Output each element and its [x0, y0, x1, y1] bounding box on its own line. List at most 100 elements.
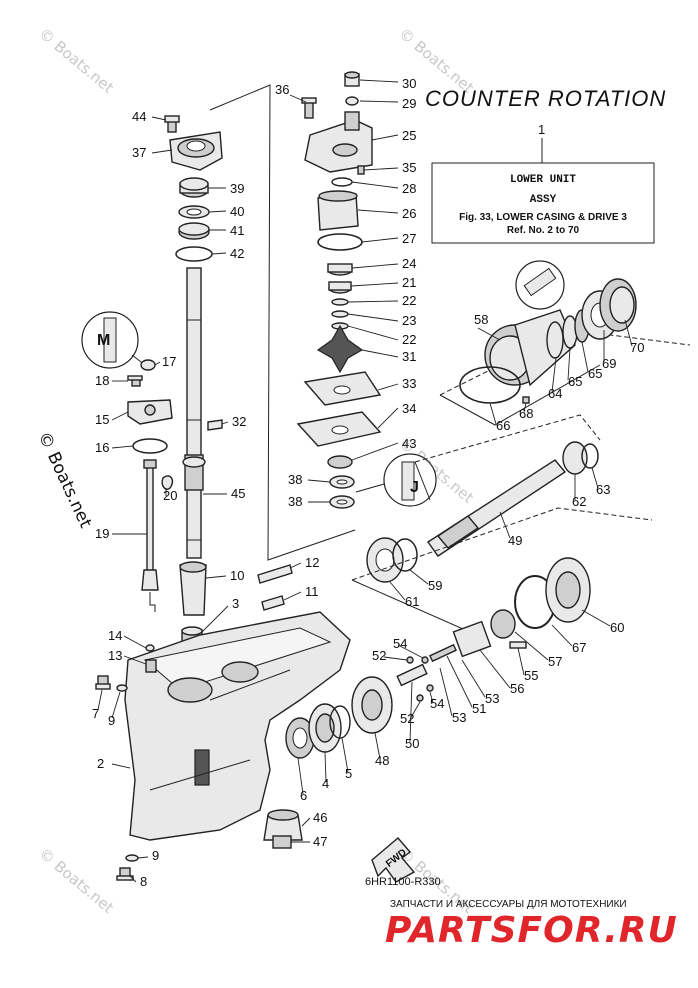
part-21-bearing	[328, 281, 352, 294]
part-46-pinion	[263, 809, 303, 841]
watermark-side-text: © Boats.net	[33, 429, 95, 532]
part-20-clip	[161, 475, 174, 490]
part-59-shim	[392, 538, 418, 572]
svg-text:J: J	[410, 479, 419, 496]
part-30-grommet	[344, 71, 360, 87]
callout-leader	[111, 691, 121, 719]
callout-leader	[205, 575, 227, 579]
callout-labels: 3029362535282627242122232231333443383844…	[92, 76, 644, 889]
callout-leader	[289, 94, 307, 103]
watermark-text: © Boats.net	[35, 844, 117, 917]
callout-leader	[624, 319, 633, 347]
callout-number: 40	[230, 204, 244, 219]
callout-leader	[439, 667, 453, 717]
callout-number: 57	[548, 654, 562, 669]
callout-number: 21	[402, 275, 416, 290]
callout-number: 69	[602, 356, 616, 371]
part-55-pin	[509, 641, 527, 649]
ref-line4: Ref. No. 2 to 70	[507, 225, 580, 236]
part-9b-washer	[125, 854, 139, 862]
detail-callout-38: J	[355, 453, 437, 507]
callout-leader	[446, 655, 473, 708]
part-52-ball	[406, 656, 414, 664]
callout-number: 18	[95, 373, 109, 388]
callout-number: 65	[568, 374, 582, 389]
callout-number: 48	[375, 753, 389, 768]
part-17-clip	[140, 359, 156, 371]
callout-number: 56	[510, 681, 524, 696]
callout-leader	[514, 631, 549, 661]
callout-leader	[517, 647, 525, 676]
part-22-washer	[331, 298, 349, 306]
callout-leader	[371, 134, 399, 141]
part-25-pump-housing	[304, 111, 373, 173]
ref-line1: LOWER UNIT	[510, 174, 576, 186]
fwd-arrow: FWD	[371, 837, 416, 883]
callout-number: 62	[572, 494, 586, 509]
callout-leader	[111, 445, 134, 449]
callout-leader	[581, 341, 589, 373]
callout-number: 30	[402, 76, 416, 91]
part-49-propeller-shaft	[427, 459, 567, 557]
part-8-plug	[116, 867, 134, 881]
callout-leader	[351, 181, 399, 189]
part-44-bolt	[164, 115, 180, 133]
callout-number: 45	[231, 486, 245, 501]
part-51-spring	[429, 643, 457, 663]
callout-number: 19	[95, 526, 109, 541]
callout-leader	[409, 569, 429, 585]
callout-number: 34	[402, 401, 416, 416]
callout-number: 9	[108, 713, 115, 728]
callout-number: 5	[345, 766, 352, 781]
callout-number: 42	[230, 246, 244, 261]
callout-leader	[154, 361, 161, 366]
callout-number: 31	[402, 349, 416, 364]
callout-leader	[409, 681, 413, 743]
part-54b-ball	[426, 684, 434, 692]
callout-leader	[429, 691, 434, 704]
part-62-gear	[562, 441, 588, 475]
part-61-bearing	[366, 537, 404, 583]
callout-number: 9	[152, 848, 159, 863]
callout-number: 10	[230, 568, 244, 583]
detail-callout-17: M	[81, 311, 146, 369]
watermark-text: © Boats.net	[35, 24, 117, 97]
callout-number: 54	[430, 696, 444, 711]
callout-number: 4	[322, 776, 329, 791]
part-24-seal	[327, 263, 353, 276]
callout-leader	[347, 313, 399, 322]
callout-leader	[551, 357, 557, 393]
part-18-screw	[127, 375, 143, 387]
callout-number: 12	[305, 555, 319, 570]
callout-leader	[151, 116, 167, 121]
callout-leader	[111, 763, 131, 769]
part-10-sleeve	[179, 561, 207, 616]
part-31-impeller	[316, 324, 364, 374]
callout-number: 60	[610, 620, 624, 635]
callout-number: 27	[402, 231, 416, 246]
footer-caption: ЗАПЧАСТИ И АКСЕССУАРЫ ДЛЯ МОТОТЕХНИКИ	[390, 899, 627, 910]
part-14-plug	[145, 644, 155, 652]
callout-number: 22	[402, 332, 416, 347]
callout-leader	[347, 325, 399, 341]
part-70-bearing	[599, 278, 637, 332]
callout-number: 24	[402, 256, 416, 271]
callout-leader	[374, 732, 381, 760]
callout-leader	[211, 252, 227, 255]
part-4-bearing	[308, 703, 342, 753]
part-41-seal	[178, 222, 210, 240]
footer-brand: PARTSFOR.RU	[385, 910, 678, 951]
part-37-housing	[169, 131, 223, 171]
callout-leader	[383, 656, 408, 661]
callout-leader	[341, 737, 349, 773]
callout-leader	[208, 210, 227, 213]
callout-leader	[477, 327, 501, 341]
callout-leader	[221, 421, 229, 425]
part-11-pin	[261, 595, 285, 611]
callout-leader	[551, 624, 573, 647]
callout-number: 17	[162, 354, 176, 369]
callout-number: 39	[230, 181, 244, 196]
callout-number: 68	[519, 406, 533, 421]
detail-callout-70	[515, 260, 565, 310]
